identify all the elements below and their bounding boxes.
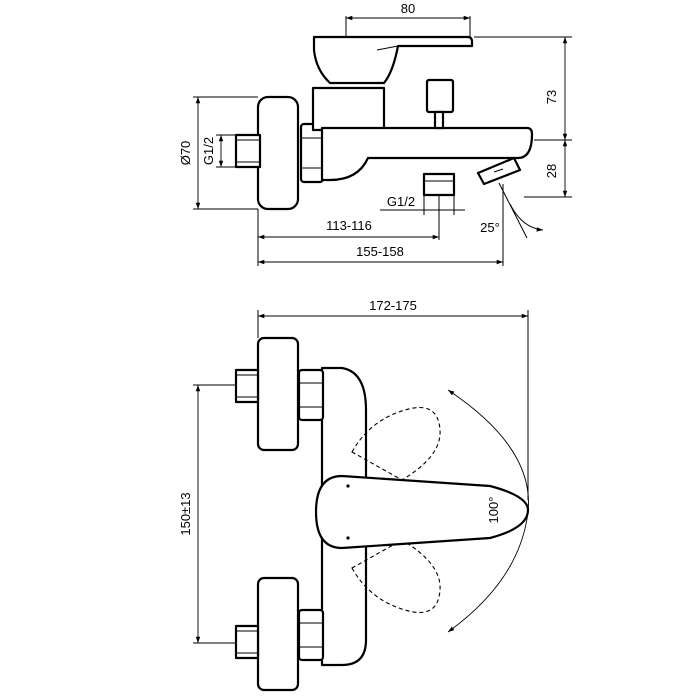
lever-top-view <box>314 474 530 550</box>
lever-handle <box>312 35 474 85</box>
dim-depth-outlet: 113-116 <box>326 218 372 233</box>
diverter-knob <box>425 78 455 114</box>
bottom-outlet <box>422 172 456 197</box>
flange-top <box>256 336 300 452</box>
top-view: 100° 172-175 150±13 <box>178 298 530 692</box>
dim-thread-inlet: G1/2 <box>201 137 216 165</box>
wall-flange <box>256 95 300 211</box>
flange-bottom <box>256 576 300 692</box>
dim-height-lever: 73 <box>544 90 559 104</box>
hex-nut <box>299 122 325 184</box>
dim-thread-outlet: G1/2 <box>387 194 415 209</box>
spout-outlet <box>476 156 522 186</box>
dim-diameter-flange: Ø70 <box>178 141 193 166</box>
dim-angle-spout: 25° <box>480 220 500 235</box>
inlet-top <box>234 368 260 404</box>
dim-depth-spout: 155-158 <box>356 244 404 259</box>
side-view: 80 73 28 Ø70 G1/2 G1/2 25° 113-116 <box>178 1 572 266</box>
dim-centres: 150±13 <box>178 492 193 535</box>
dim-rotation: 100° <box>486 497 501 524</box>
mixer-body <box>320 126 534 182</box>
nut-top <box>297 368 325 422</box>
inlet-bottom <box>234 624 260 660</box>
dim-height-spout: 28 <box>544 164 559 178</box>
dim-overall-depth: 172-175 <box>369 298 417 313</box>
mixer-column <box>311 86 386 132</box>
nut-bottom <box>297 608 325 662</box>
dim-width-top: 80 <box>401 1 415 16</box>
